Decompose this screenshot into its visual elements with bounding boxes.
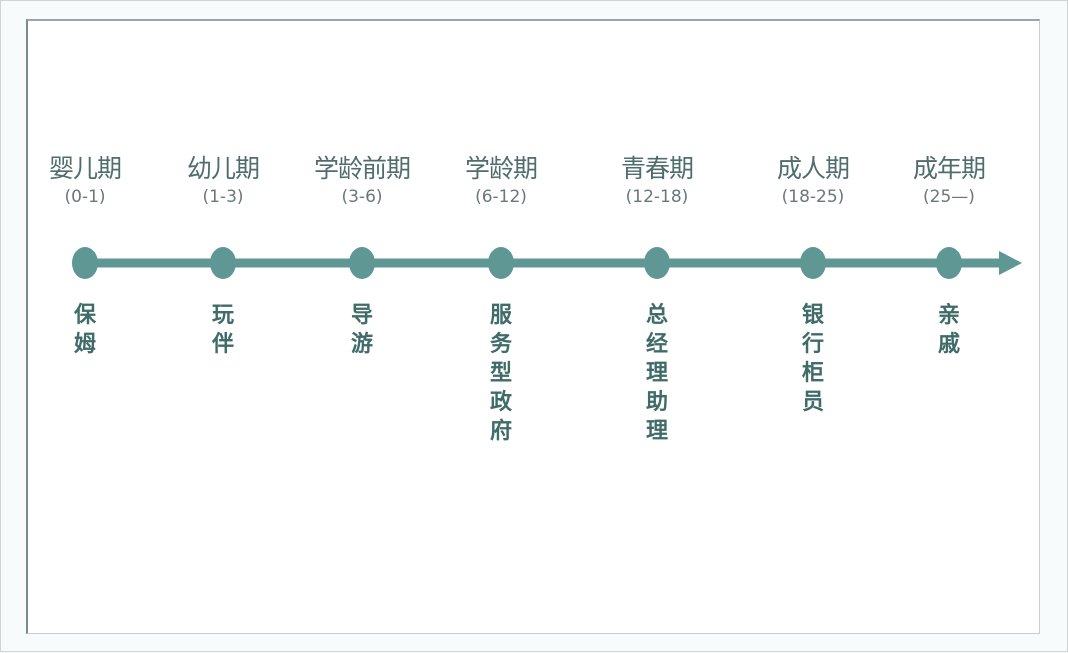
timeline-node: [349, 247, 375, 279]
stage-role: 总经理助理: [645, 303, 668, 444]
stage-title: 学龄前期: [313, 154, 411, 183]
timeline-node: [210, 247, 236, 279]
stage-title: 青春期: [620, 154, 694, 183]
stage-age-range: (18-25): [781, 187, 845, 207]
stage-age-range: (12-18): [625, 187, 689, 207]
stage-age-range: (1-3): [202, 187, 244, 207]
stage-title: 成年期: [912, 154, 986, 183]
stage-age-range: (3-6): [341, 187, 383, 207]
timeline-node: [800, 247, 826, 279]
stage-role: 服务型政府: [489, 303, 512, 444]
timeline-node: [936, 247, 962, 279]
stage-role: 玩伴: [211, 303, 234, 357]
stage-title: 婴儿期: [48, 154, 122, 183]
stage-title: 成人期: [776, 154, 850, 183]
diagram-frame: [26, 19, 1040, 634]
stage-role: 亲戚: [937, 303, 960, 357]
timeline-node: [488, 247, 514, 279]
timeline-node: [72, 247, 98, 279]
timeline-arrowhead: [999, 251, 1022, 275]
stage-title: 学龄期: [464, 154, 538, 183]
stage-role: 银行柜员: [801, 303, 824, 415]
stage-age-range: (0-1): [64, 187, 106, 207]
stage-role: 导游: [350, 303, 373, 357]
stage-age-range: (25—): [923, 187, 975, 207]
timeline-node: [644, 247, 670, 279]
stage-title: 幼儿期: [186, 154, 260, 183]
stage-age-range: (6-12): [475, 187, 527, 207]
stage-role: 保姆: [73, 303, 96, 357]
